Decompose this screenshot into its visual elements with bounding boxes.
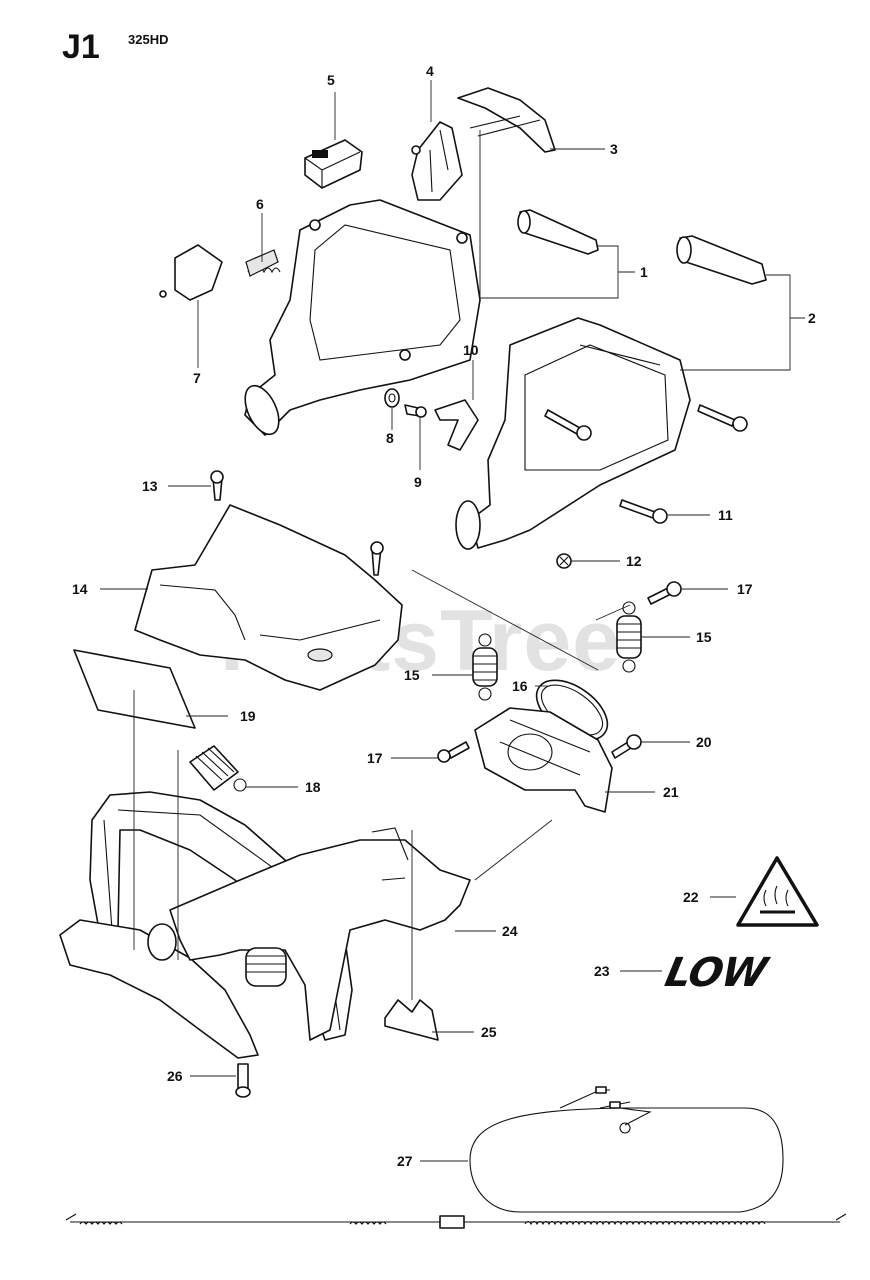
hot-surface-warning-icon [736,856,819,927]
part-6-spring[interactable] [245,249,281,277]
part-1-grip-insert[interactable] [517,209,599,255]
callout-15-right[interactable]: 15 [696,629,712,645]
callout-10[interactable]: 10 [463,342,479,358]
part-17-screw-upper[interactable] [647,581,682,605]
callout-25[interactable]: 25 [481,1024,497,1040]
part-5-switch[interactable] [304,139,363,189]
part-12-screw[interactable] [556,553,572,569]
screw-shield[interactable] [370,541,384,576]
part-17-screw-lower[interactable] [437,741,470,763]
part-2-grip-insert[interactable] [676,235,767,285]
part-15-spring-right[interactable] [616,601,642,673]
callout-16[interactable]: 16 [512,678,528,694]
part-24-front-handle[interactable] [59,791,471,1059]
callout-23[interactable]: 23 [594,963,610,979]
callout-24[interactable]: 24 [502,923,518,939]
part-10-latch[interactable] [434,399,479,451]
part-9-screw[interactable] [404,404,427,418]
model-name: 325HD [128,32,169,47]
part-7-block[interactable] [159,244,223,301]
part-8-washer[interactable] [384,388,400,408]
callout-20[interactable]: 20 [696,734,712,750]
callout-6[interactable]: 6 [256,196,264,212]
callout-17-upper[interactable]: 17 [737,581,753,597]
callout-11[interactable]: 11 [718,507,733,523]
callout-15-left[interactable]: 15 [404,667,420,683]
callout-7[interactable]: 7 [193,370,201,386]
callout-8[interactable]: 8 [386,430,394,446]
callout-21[interactable]: 21 [663,784,679,800]
callout-14[interactable]: 14 [72,581,88,597]
callout-27[interactable]: 27 [397,1153,413,1169]
part-26-screw[interactable] [235,1063,251,1098]
callout-4[interactable]: 4 [426,63,434,79]
callout-13[interactable]: 13 [142,478,158,494]
part-18-spring[interactable] [189,745,247,792]
part-3-trigger[interactable] [457,87,556,153]
section-title: J1 [62,28,100,66]
screw-handle-lower[interactable] [544,409,592,441]
rear-handle-left-half[interactable] [238,199,481,439]
screw-handle-upper[interactable] [697,404,748,432]
callout-9[interactable]: 9 [414,474,422,490]
leader-lines [100,80,805,1162]
part-25-clip[interactable] [384,999,439,1041]
part-19-decal[interactable] [73,649,196,729]
part-20-screw[interactable] [611,734,642,759]
part-27-cable[interactable] [65,1086,847,1229]
part-14-shield[interactable] [134,504,403,691]
callout-1[interactable]: 1 [640,264,648,280]
callout-3[interactable]: 3 [610,141,618,157]
callout-17-lower[interactable]: 17 [367,750,383,766]
part-15-spring-left[interactable] [472,633,498,701]
callout-18[interactable]: 18 [305,779,321,795]
part-23-low-decal[interactable]: LOW [661,950,771,996]
callout-26[interactable]: 26 [167,1068,183,1084]
callout-22[interactable]: 22 [683,889,699,905]
callout-5[interactable]: 5 [327,72,335,88]
callout-2[interactable]: 2 [808,310,816,326]
part-13-screw[interactable] [210,470,224,501]
callout-12[interactable]: 12 [626,553,642,569]
part-11-screw[interactable] [619,499,668,524]
callout-19[interactable]: 19 [240,708,256,724]
part-4-lever[interactable] [411,121,463,201]
part-21-bracket[interactable] [474,707,613,813]
